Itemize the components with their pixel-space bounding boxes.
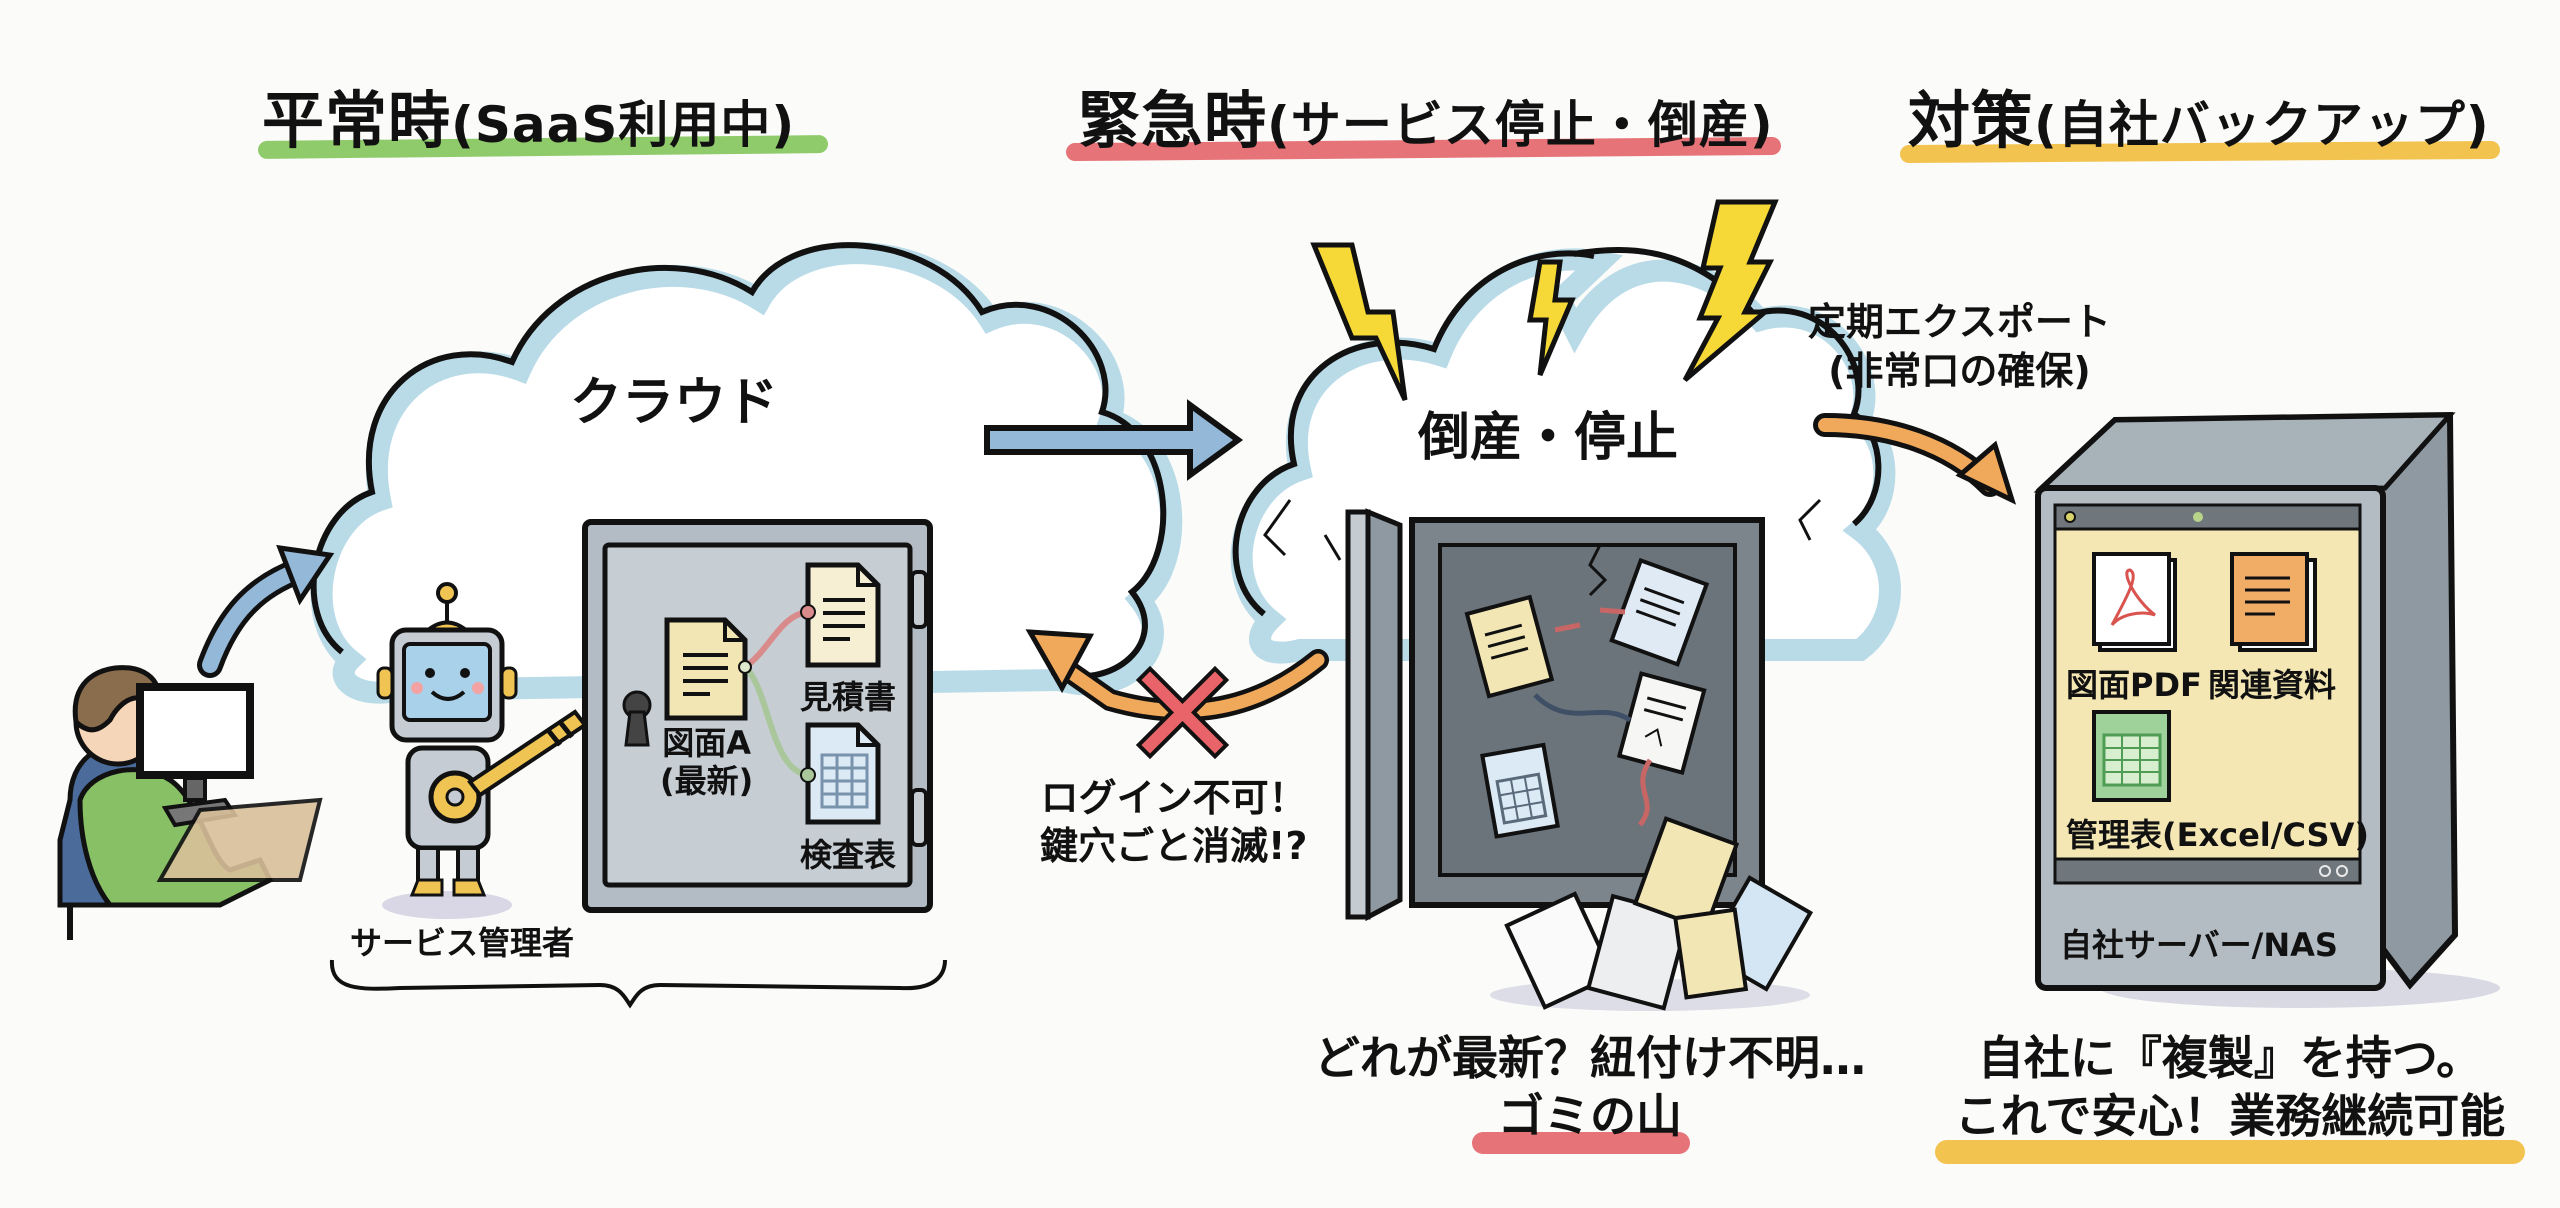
heading-emergency: 緊急時(サービス停止・倒産) [1078, 70, 1774, 160]
document-stack-label: 関連資料 [2208, 666, 2337, 704]
drawing-file-note: (最新) [660, 762, 754, 801]
export-line2: (非常口の確保) [1828, 349, 2091, 394]
heading-solution-sub: (自社バックアップ) [2034, 96, 2490, 154]
pdf-file-label: 図面PDF [2066, 666, 2202, 704]
inspection-sheet-label: 検査表 [800, 836, 897, 874]
server-label: 自社サーバー/NAS [2060, 926, 2338, 964]
heading-emergency-sub: (サービス停止・倒産) [1267, 96, 1774, 154]
login-fail-line2: 鍵穴ごと消滅!? [1040, 823, 1308, 868]
upload-arrow-icon [197, 544, 335, 678]
emergency-caption-line2: ゴミの山 [1498, 1088, 1682, 1143]
solution-caption-line2: これで安心！業務継続可能 [1954, 1088, 2506, 1143]
normal-cloud-icon [310, 242, 1183, 704]
login-fail-line1: ログイン不可！ [1040, 776, 1307, 820]
heading-normal: 平常時(SaaS利用中) [262, 70, 795, 160]
heading-normal-sub: (SaaS利用中) [451, 96, 796, 154]
transition-arrow-icon [984, 399, 1244, 481]
spreadsheet-file-label: 管理表(Excel/CSV) [2066, 816, 2369, 854]
emergency-caption: どれが最新？紐付け不明… ゴミの山 [1290, 1030, 1890, 1145]
closed-safe-icon [582, 519, 933, 913]
lightning-icon [1682, 199, 1779, 382]
robot-admin-icon [376, 582, 588, 919]
lightning-icon [1527, 259, 1576, 376]
heading-solution-title: 対策 [1908, 84, 2035, 157]
document-pile-icon [1490, 816, 1814, 1011]
estimate-file-label: 見積書 [800, 678, 897, 716]
solution-caption: 自社に『複製』を持つ。 これで安心！業務継続可能 [1935, 1030, 2525, 1145]
emergency-caption-line1: どれが最新？紐付け不明… [1314, 1031, 1866, 1085]
export-line1: 定期エクスポート [1808, 300, 2111, 344]
scattered-sheet-icon [1480, 742, 1560, 839]
heading-emergency-title: 緊急時 [1078, 84, 1268, 157]
heading-solution: 対策(自社バックアップ) [1908, 70, 2490, 160]
scope-brace [329, 959, 947, 1009]
drawing-file-label: 図面A (最新) [660, 724, 753, 801]
server-nas-icon [2033, 411, 2500, 1008]
estimate-file-icon [805, 562, 881, 668]
drawing-file-name: 図面A [662, 724, 752, 762]
export-arrow-icon [1813, 413, 2017, 505]
user-at-computer-icon [57, 665, 323, 940]
export-label: 定期エクスポート (非常口の確保) [1808, 298, 2111, 397]
pdf-file-icon [2092, 552, 2177, 652]
document-stack-icon [2230, 552, 2317, 652]
torn-file-icon [1616, 671, 1707, 775]
login-fail-message: ログイン不可！ 鍵穴ごと消滅!? [1040, 775, 1307, 870]
scattered-file-icon [1609, 557, 1710, 667]
keyhole-icon [622, 690, 652, 747]
spreadsheet-file-icon [2092, 710, 2171, 802]
cloud-label: クラウド [570, 373, 779, 433]
lightning-icon [1310, 242, 1408, 402]
robot-admin-label: サービス管理者 [350, 924, 575, 962]
solution-caption-line1: 自社に『複製』を持つ。 [1977, 1031, 2483, 1085]
broken-cloud-label: 倒産・停止 [1418, 408, 1679, 468]
open-broken-safe-icon [1345, 508, 1814, 1011]
scattered-file-icon [1464, 594, 1555, 699]
login-blocked-arrow-icon [1025, 629, 1329, 722]
heading-normal-title: 平常時 [262, 84, 452, 157]
drawing-file-icon [664, 617, 748, 721]
emergency-caption-underline [1472, 1132, 1690, 1154]
cross-icon [1135, 665, 1230, 760]
solution-caption-underline [1935, 1140, 2525, 1164]
inspection-sheet-icon [805, 722, 881, 825]
